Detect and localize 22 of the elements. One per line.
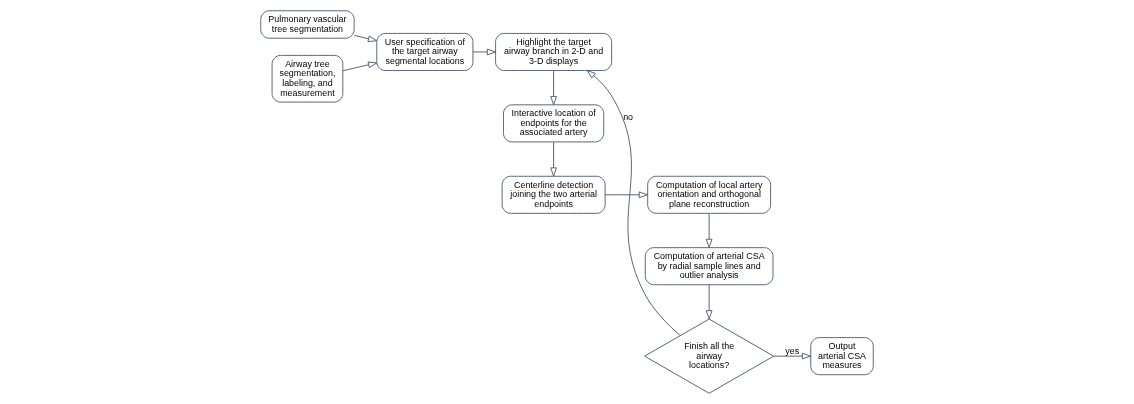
node-box: Computation of local artery orientation and orthogonal plane reconstruction <box>647 175 772 214</box>
node-box: User specification of the target airway segmental locations <box>376 32 474 71</box>
node-box: Computation of arterial CSA by radial sample lines and outlier analysis <box>644 247 774 286</box>
node-box: Pulmonary vascular tree segmentation <box>260 10 355 39</box>
edge-label: yes <box>785 345 800 356</box>
arrow <box>705 213 713 248</box>
arrow <box>773 352 811 360</box>
arrow <box>604 191 648 199</box>
edge-label: no <box>623 112 634 123</box>
node-box: Airway tree segmentation, labeling, and measurement <box>271 54 344 103</box>
arrow <box>550 141 557 177</box>
arrow <box>550 70 557 106</box>
node-box: Centerline detection joining the two arterial endpoints <box>501 175 606 214</box>
arrow <box>353 35 378 43</box>
arrow <box>472 48 496 56</box>
node-diamond: Finish all the airway locations? <box>644 318 775 394</box>
arrow <box>705 284 713 320</box>
node-box: Highlight the target airway branch in 2-D and 3-D displays <box>495 32 613 71</box>
node-box: Output arterial CSA measures <box>810 337 874 376</box>
arrow <box>342 61 378 72</box>
arrow <box>586 70 681 336</box>
node-box: Interactive location of endpoints for the associated artery <box>503 104 605 143</box>
